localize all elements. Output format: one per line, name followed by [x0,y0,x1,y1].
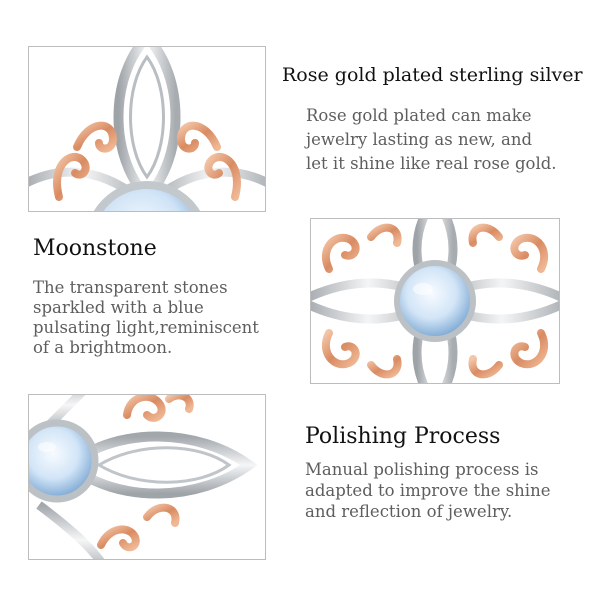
feature-title-polishing: Polishing Process [305,424,501,449]
product-image-rose-gold-detail [28,46,266,212]
product-image-polish-detail [28,394,266,560]
feature-title-rose-gold: Rose gold plated sterling silver [282,64,583,86]
product-image-moonstone-detail [310,218,560,384]
pendant-closeup-side [29,395,258,559]
pendant-closeup-center [311,219,559,383]
feature-description-moonstone: The transparent stones sparkled with a b… [33,278,259,357]
feature-title-moonstone: Moonstone [33,236,157,261]
pendant-closeup-top [29,47,265,211]
feature-description-polishing: Manual polishing process is adapted to i… [305,460,551,521]
feature-description-rose-gold: Rose gold plated can make jewelry lastin… [306,106,557,173]
